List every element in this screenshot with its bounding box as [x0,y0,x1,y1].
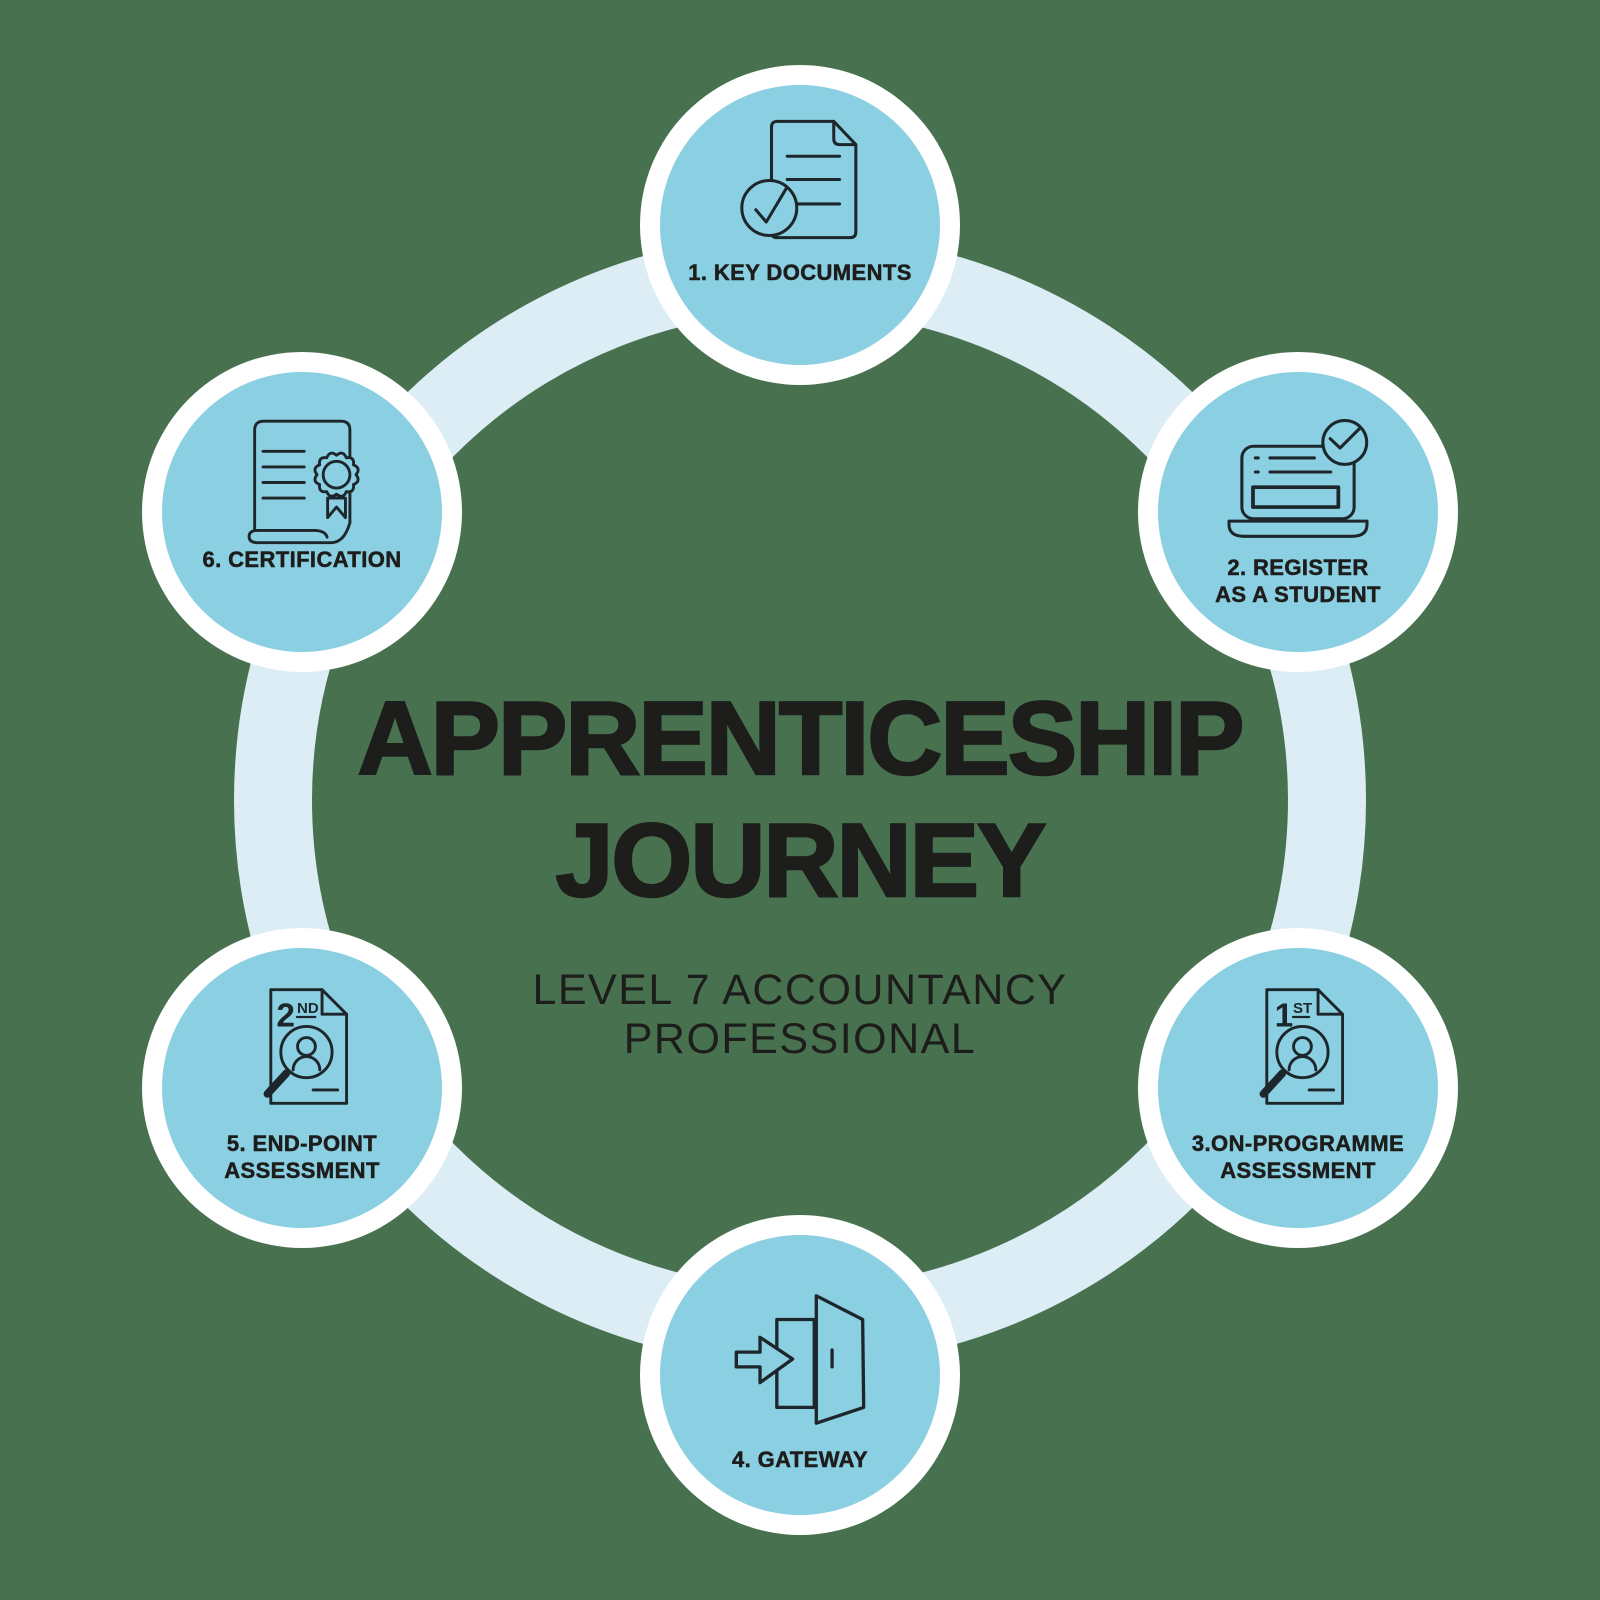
door-arrow-icon [734,1294,866,1425]
document-search-person-icon: 2 ND [263,988,349,1105]
step-node-end-point-assessment: 2 ND 5. END-POINT ASSESSMENT [142,928,462,1248]
svg-text:ND: ND [297,1000,319,1017]
document-search-person-icon: 1 ST [1259,988,1345,1105]
step-circle: 1. KEY DOCUMENTS [660,85,940,365]
laptop-check-icon [1227,419,1369,538]
step-circle: 2 ND 5. END-POINT ASSESSMENT [162,948,442,1228]
step-node-on-programme-assessment: 1 ST 3.ON-PROGRAMME ASSESSMENT [1138,928,1458,1248]
subtitle-line-1: LEVEL 7 ACCOUNTANCY [532,966,1068,1014]
certificate-rosette-icon [247,419,360,545]
step-node-certification: 6. CERTIFICATION [142,352,462,672]
step-node-register-as-student: 2. REGISTER AS A STUDENT [1138,352,1458,672]
step-node-key-documents: 1. KEY DOCUMENTS [640,65,960,385]
step-circle: 4. GATEWAY [660,1235,940,1515]
step-label: 6. CERTIFICATION [202,547,402,573]
title-line-1: APPRENTICESHIP [356,680,1246,799]
first-attempt-badge: 1 [1275,997,1294,1034]
second-attempt-badge: 2 [276,997,295,1034]
diagram-subtitle: LEVEL 7 ACCOUNTANCY PROFESSIONAL [0,966,1600,1064]
step-circle: 1 ST 3.ON-PROGRAMME ASSESSMENT [1158,948,1438,1228]
step-circle: 6. CERTIFICATION [162,372,442,652]
svg-text:ST: ST [1293,1000,1313,1017]
step-label: 3.ON-PROGRAMME ASSESSMENT [1191,1131,1405,1184]
title-line-2: JOURNEY [554,802,1047,921]
document-check-icon [740,119,858,240]
diagram-title: APPRENTICESHIP JOURNEY [0,678,1600,922]
step-circle: 2. REGISTER AS A STUDENT [1158,372,1438,652]
step-node-gateway: 4. GATEWAY [640,1215,960,1535]
step-label: 1. KEY DOCUMENTS [688,260,912,286]
subtitle-line-2: PROFESSIONAL [623,1015,977,1063]
step-label: 4. GATEWAY [731,1447,869,1473]
step-label: 5. END-POINT ASSESSMENT [224,1131,380,1184]
step-label: 2. REGISTER AS A STUDENT [1215,555,1381,608]
